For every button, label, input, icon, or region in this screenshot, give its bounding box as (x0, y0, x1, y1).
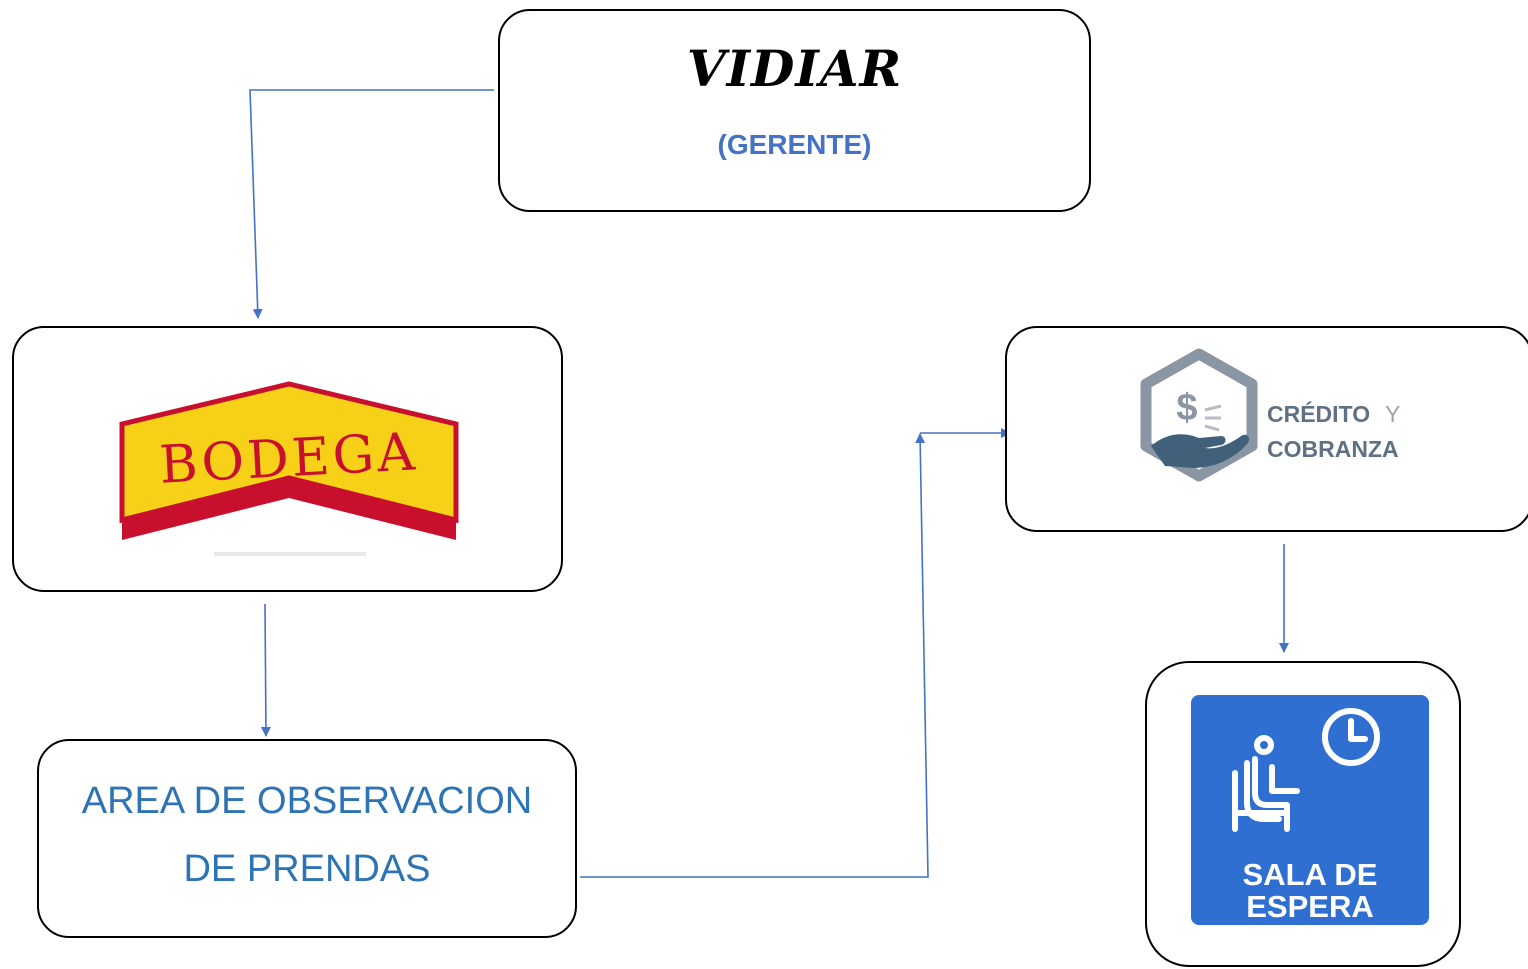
sala-line2: ESPERA (1246, 889, 1373, 924)
credito-word2: Y (1385, 401, 1400, 427)
edge-bodega-to-area (260, 603, 271, 737)
seated-person-clock-icon (1232, 708, 1380, 832)
hand-coin-hexagon-icon: $ (1140, 348, 1258, 482)
sala-line1: SALA DE (1243, 857, 1378, 892)
node-bodega: BODEGA (12, 326, 563, 592)
bodega-logo-text: BODEGA (158, 422, 419, 495)
node-vidiar: VIDIAR (GERENTE) (498, 9, 1091, 212)
node-vidiar-subtitle: (GERENTE) (717, 129, 872, 160)
node-area-observacion: AREA DE OBSERVACION DE PRENDAS (37, 739, 577, 938)
bodega-logo: BODEGA (119, 381, 459, 556)
svg-text:$: $ (1176, 387, 1197, 429)
sala-espera-sign: SALA DE ESPERA (1191, 695, 1429, 925)
node-area-label: AREA DE OBSERVACION DE PRENDAS (39, 767, 575, 903)
node-area-line1: AREA DE OBSERVACION (81, 780, 533, 822)
node-credito-cobranza: $ CRÉDITO Y COBRANZA (1005, 326, 1528, 532)
edge-vidiar-to-bodega (249, 89, 494, 319)
bodega-logo-yellow-shape (119, 381, 459, 524)
node-sala-espera: SALA DE ESPERA (1145, 661, 1461, 967)
credito-word3: COBRANZA (1267, 436, 1399, 462)
node-vidiar-title: VIDIAR (686, 39, 903, 98)
edge-area-to-credito-vertical (580, 433, 929, 878)
credito-logo: $ CRÉDITO Y COBRANZA (1140, 348, 1400, 482)
credito-word1: CRÉDITO (1267, 400, 1370, 427)
node-area-line2: DE PRENDAS (183, 848, 431, 890)
bodega-logo-red-band (122, 480, 456, 540)
